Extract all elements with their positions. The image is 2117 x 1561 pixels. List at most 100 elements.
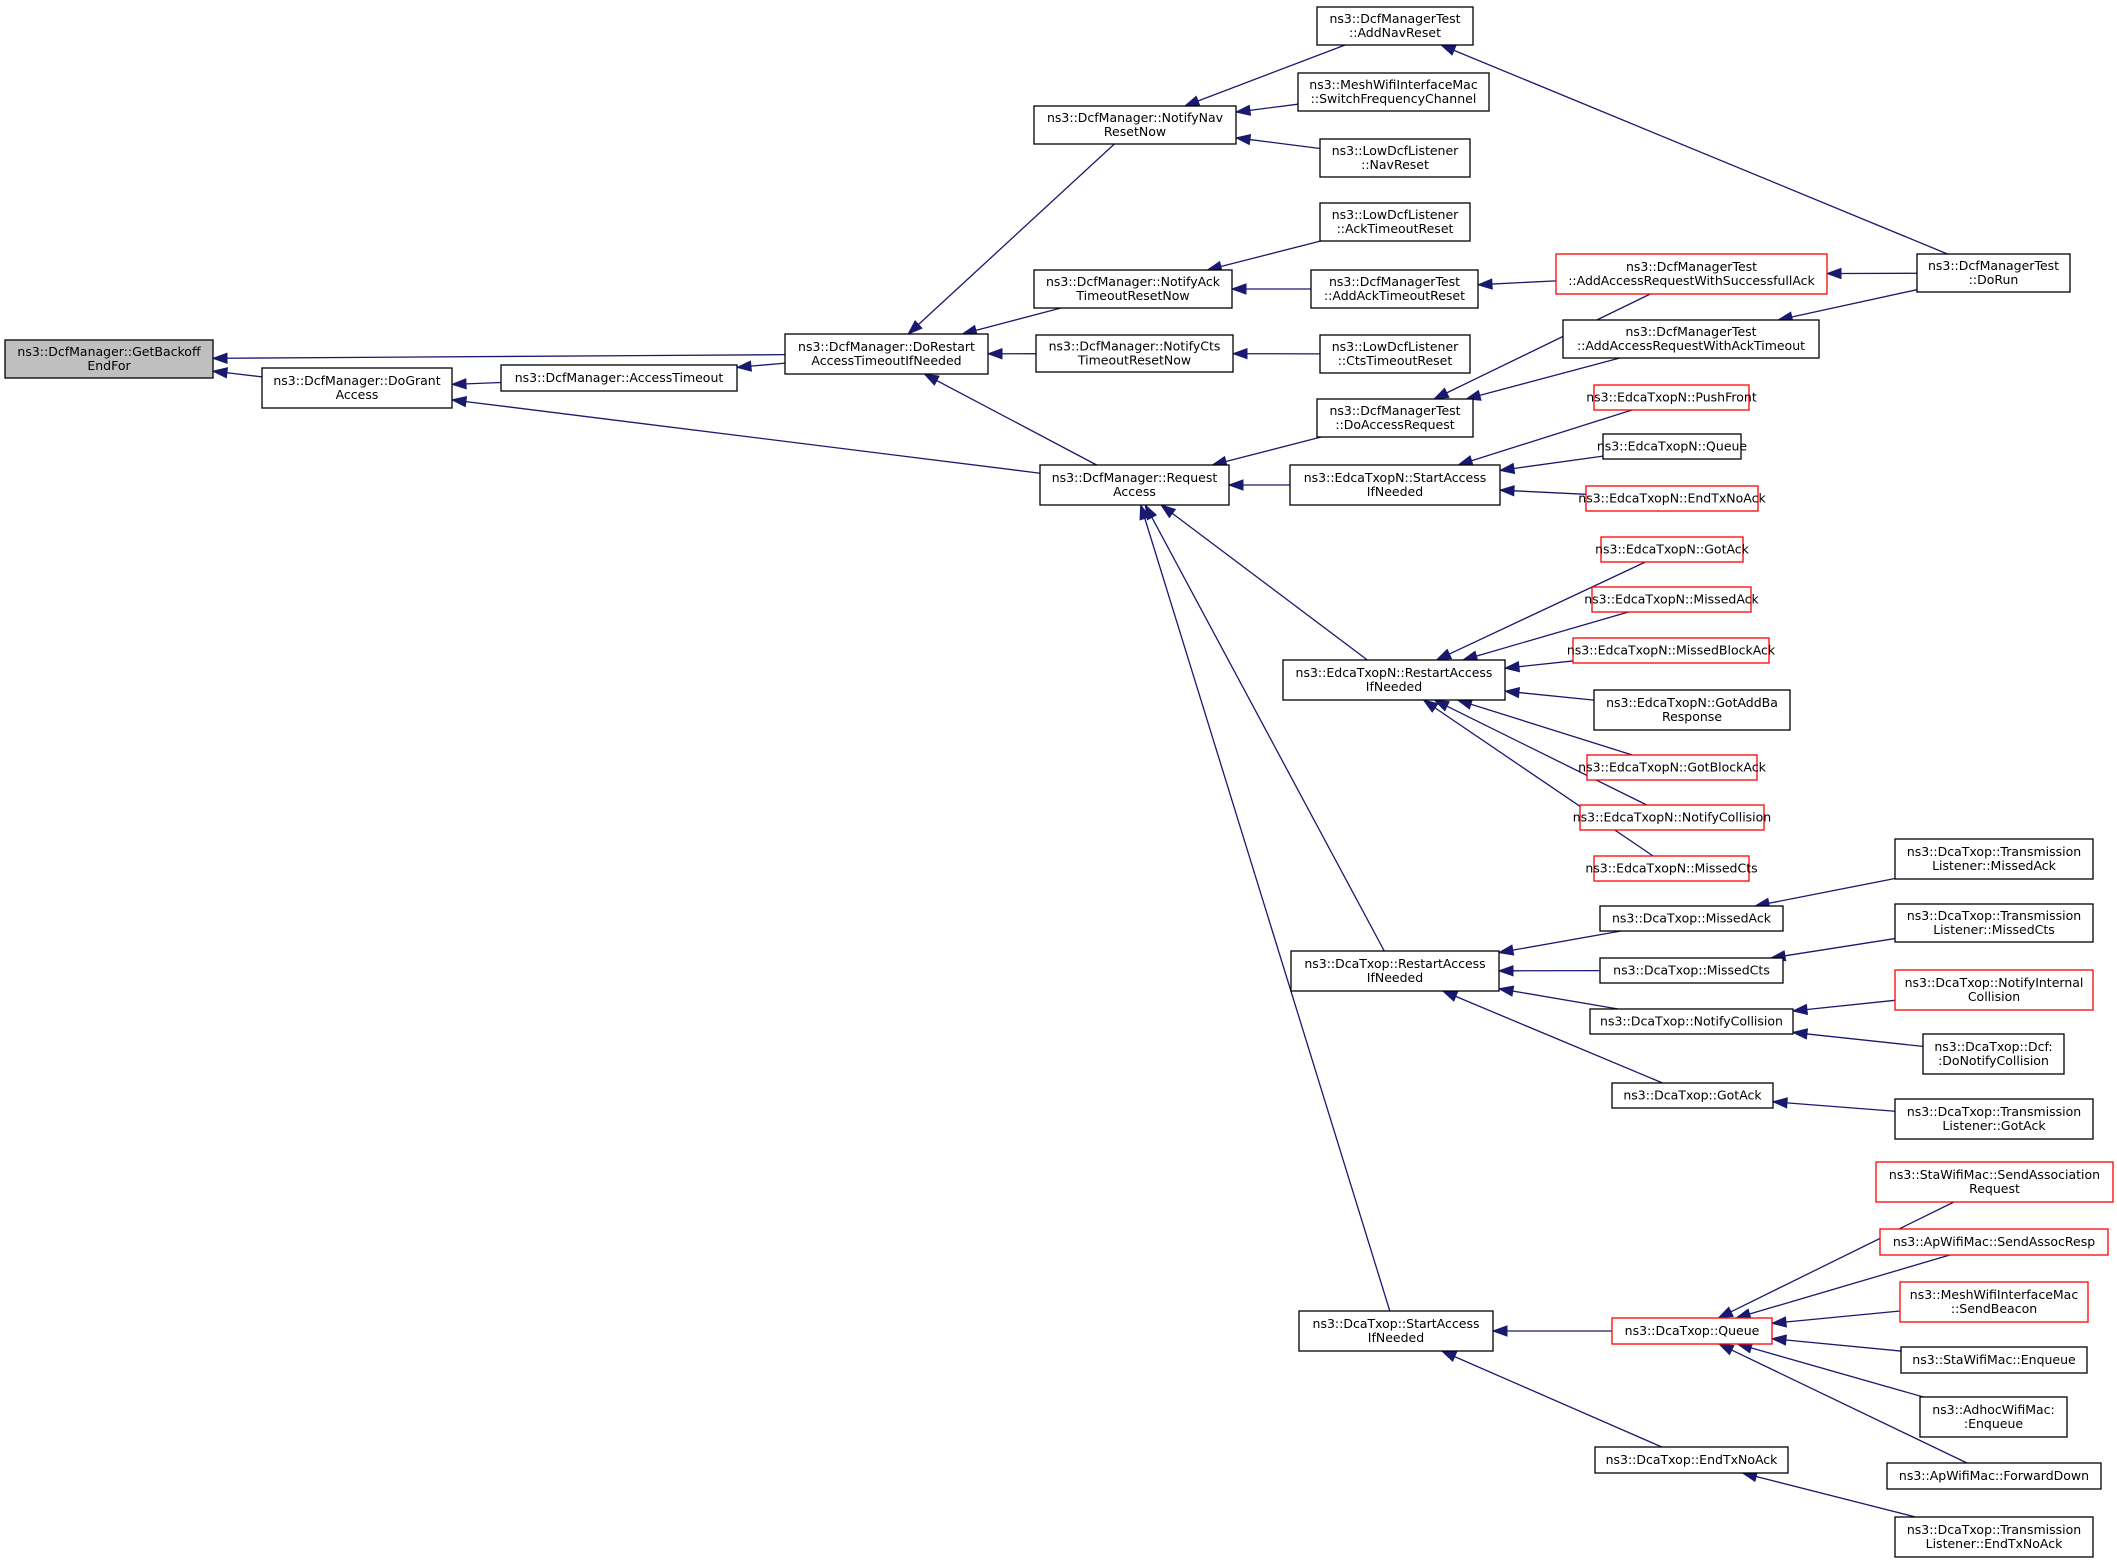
node-edca-pushfront[interactable]: ns3::EdcaTxopN::PushFront xyxy=(1586,384,1757,411)
edge-n_tl_missedack-to-n_dca_missedack xyxy=(1753,877,1896,909)
node-label-line: ns3::DcaTxop::MissedCts xyxy=(1613,963,1770,978)
node-box xyxy=(1319,334,1471,374)
node-tl-missedack[interactable]: ns3::DcaTxop::TransmissionListener::Miss… xyxy=(1894,838,2094,880)
node-edca-endtxnoack[interactable]: ns3::EdcaTxopN::EndTxNoAck xyxy=(1578,485,1766,512)
arrowhead-icon xyxy=(1435,648,1453,661)
node-dorun[interactable]: ns3::DcfManagerTest::DoRun xyxy=(1916,253,2071,293)
edge-n_mesh_sendbeacon-to-n_dca_queue xyxy=(1770,1310,1901,1328)
arrowhead-icon xyxy=(1498,485,1515,497)
node-label-line: ns3::DcfManager::NotifyCts xyxy=(1049,339,1221,354)
node-label-line: ns3::DcfManagerTest xyxy=(1928,258,2059,273)
arrowhead-icon xyxy=(1439,44,1457,56)
node-ap-forwarddown[interactable]: ns3::ApWifiMac::ForwardDown xyxy=(1886,1462,2102,1490)
node-label-line: ns3::EdcaTxopN::GotAddBa xyxy=(1606,695,1778,710)
node-label-line: Access xyxy=(336,387,379,402)
edge-n_ctstimeoutreset-to-n_notifycts xyxy=(1231,348,1321,360)
node-box xyxy=(1319,202,1471,242)
node-dca-endtxnoack[interactable]: ns3::DcaTxop::EndTxNoAck xyxy=(1594,1446,1789,1474)
edge-line xyxy=(465,400,1041,474)
node-tl-endtxnoack[interactable]: ns3::DcaTxop::TransmissionListener::EndT… xyxy=(1894,1516,2094,1558)
arrowhead-icon xyxy=(1234,104,1252,116)
node-box xyxy=(1290,950,1500,992)
node-edca-gotack[interactable]: ns3::EdcaTxopN::GotAck xyxy=(1595,536,1750,563)
node-box xyxy=(1875,1161,2114,1203)
arrowhead-icon xyxy=(1183,95,1201,107)
node-box xyxy=(1282,659,1506,701)
arrowhead-icon xyxy=(923,373,940,386)
node-label-line: ns3::DcfManagerTest xyxy=(1329,403,1460,418)
node-label-line: ns3::EdcaTxopN::GotBlockAck xyxy=(1578,760,1766,775)
node-addaccessreqack[interactable]: ns3::DcfManagerTest::AddAccessRequestWit… xyxy=(1562,319,1820,359)
edge-n_dca_notifyinternal-to-n_dca_notifycollision xyxy=(1791,999,1896,1016)
node-box xyxy=(1298,1310,1494,1352)
node-sta-enqueue[interactable]: ns3::StaWifiMac::Enqueue xyxy=(1900,1346,2088,1374)
node-box xyxy=(1611,1082,1774,1109)
node-label-line: ns3::DcfManager::DoGrant xyxy=(273,373,440,388)
node-addaccessreqsucc[interactable]: ns3::DcfManagerTest::AddAccessRequestWit… xyxy=(1555,253,1828,295)
node-ctstimeoutreset[interactable]: ns3::LowDcfListener::CtsTimeoutReset xyxy=(1319,334,1471,374)
edge-line xyxy=(1455,995,1663,1084)
node-acktimeoutreset[interactable]: ns3::LowDcfListener::AckTimeoutReset xyxy=(1319,202,1471,242)
node-dca-queue[interactable]: ns3::DcaTxop::Queue xyxy=(1611,1317,1773,1345)
node-tl-gotack[interactable]: ns3::DcaTxop::TransmissionListener::GotA… xyxy=(1894,1098,2094,1140)
arrowhead-icon xyxy=(1456,698,1474,710)
node-box xyxy=(1033,269,1233,309)
node-box xyxy=(1894,1098,2094,1140)
arrowhead-icon xyxy=(1717,1343,1735,1356)
node-box xyxy=(1297,72,1490,112)
node-label-line: ns3::EdcaTxopN::StartAccess xyxy=(1304,470,1487,485)
arrowhead-icon xyxy=(1231,348,1248,360)
node-mesh-sendbeacon[interactable]: ns3::MeshWifiInterfaceMac::SendBeacon xyxy=(1899,1281,2089,1323)
node-adhoc-enqueue[interactable]: ns3::AdhocWifiMac::Enqueue xyxy=(1919,1396,2068,1438)
node-label-line: ns3::DcaTxop::NotifyInternal xyxy=(1905,975,2084,990)
node-edca-gotblockack[interactable]: ns3::EdcaTxopN::GotBlockAck xyxy=(1578,754,1767,781)
node-label-line: ns3::DcaTxop::RestartAccess xyxy=(1304,956,1485,971)
node-dorestart[interactable]: ns3::DcfManager::DoRestartAccessTimeoutI… xyxy=(784,333,989,375)
node-accesstimeout[interactable]: ns3::DcfManager::AccessTimeout xyxy=(500,364,738,392)
node-box xyxy=(1555,253,1828,295)
node-edca-queue[interactable]: ns3::EdcaTxopN::Queue xyxy=(1597,433,1748,460)
edge-n_requestaccess-to-n_dorestart xyxy=(923,373,1097,466)
node-ap-sendassocresp[interactable]: ns3::ApWifiMac::SendAssocResp xyxy=(1879,1228,2109,1256)
node-doaccessrequest[interactable]: ns3::DcfManagerTest::DoAccessRequest xyxy=(1316,398,1474,438)
node-notifyack[interactable]: ns3::DcfManager::NotifyAckTimeoutResetNo… xyxy=(1033,269,1233,309)
node-dca-missedack[interactable]: ns3::DcaTxop::MissedAck xyxy=(1599,905,1784,932)
node-edca-missedcts[interactable]: ns3::EdcaTxopN::MissedCts xyxy=(1585,855,1758,882)
node-label-line: Listener::EndTxNoAck xyxy=(1926,1536,2063,1551)
edge-line xyxy=(1785,1310,1901,1323)
node-box xyxy=(1916,253,2071,293)
node-dca-missedcts[interactable]: ns3::DcaTxop::MissedCts xyxy=(1599,957,1784,984)
node-addacktimeoutreset[interactable]: ns3::DcfManagerTest::AddAckTimeoutReset xyxy=(1310,269,1479,309)
edge-n_edca_notifycollision-to-n_edca_restart xyxy=(1433,699,1648,806)
node-navreset[interactable]: ns3::LowDcfListener::NavReset xyxy=(1319,138,1471,178)
node-edca-missedack[interactable]: ns3::EdcaTxopN::MissedAck xyxy=(1584,586,1760,613)
node-label-line: ns3::DcfManager::DoRestart xyxy=(798,339,975,354)
arrowhead-icon xyxy=(211,352,228,364)
node-notifycts[interactable]: ns3::DcfManager::NotifyCtsTimeoutResetNo… xyxy=(1035,334,1234,373)
node-edca-notifycollision[interactable]: ns3::EdcaTxopN::NotifyCollision xyxy=(1573,804,1771,831)
node-dca-gotack[interactable]: ns3::DcaTxop::GotAck xyxy=(1611,1082,1774,1109)
edge-n_requestaccess-to-n_dogrant xyxy=(450,395,1041,474)
edge-n_adhoc_enqueue-to-n_dca_queue xyxy=(1736,1342,1924,1398)
node-tl-missedcts[interactable]: ns3::DcaTxop::TransmissionListener::Miss… xyxy=(1894,903,2094,943)
node-box xyxy=(1599,957,1784,984)
node-label-line: ns3::ApWifiMac::SendAssocResp xyxy=(1893,1234,2095,1249)
node-addnavreset[interactable]: ns3::DcfManagerTest::AddNavReset xyxy=(1316,6,1474,46)
node-edca-missedblockack[interactable]: ns3::EdcaTxopN::MissedBlockAck xyxy=(1567,637,1776,664)
node-switchfreq[interactable]: ns3::MeshWifiInterfaceMac::SwitchFrequen… xyxy=(1297,72,1490,112)
edge-n_addaccessreqsucc-to-n_doaccessrequest xyxy=(1432,293,1651,400)
node-dcf-donotifycollision[interactable]: ns3::DcaTxop::Dcf::DoNotifyCollision xyxy=(1922,1033,2065,1075)
node-dca-notifycollision[interactable]: ns3::DcaTxop::NotifyCollision xyxy=(1589,1008,1794,1035)
edge-n_acktimeoutreset-to-n_notifyack xyxy=(1205,240,1321,272)
